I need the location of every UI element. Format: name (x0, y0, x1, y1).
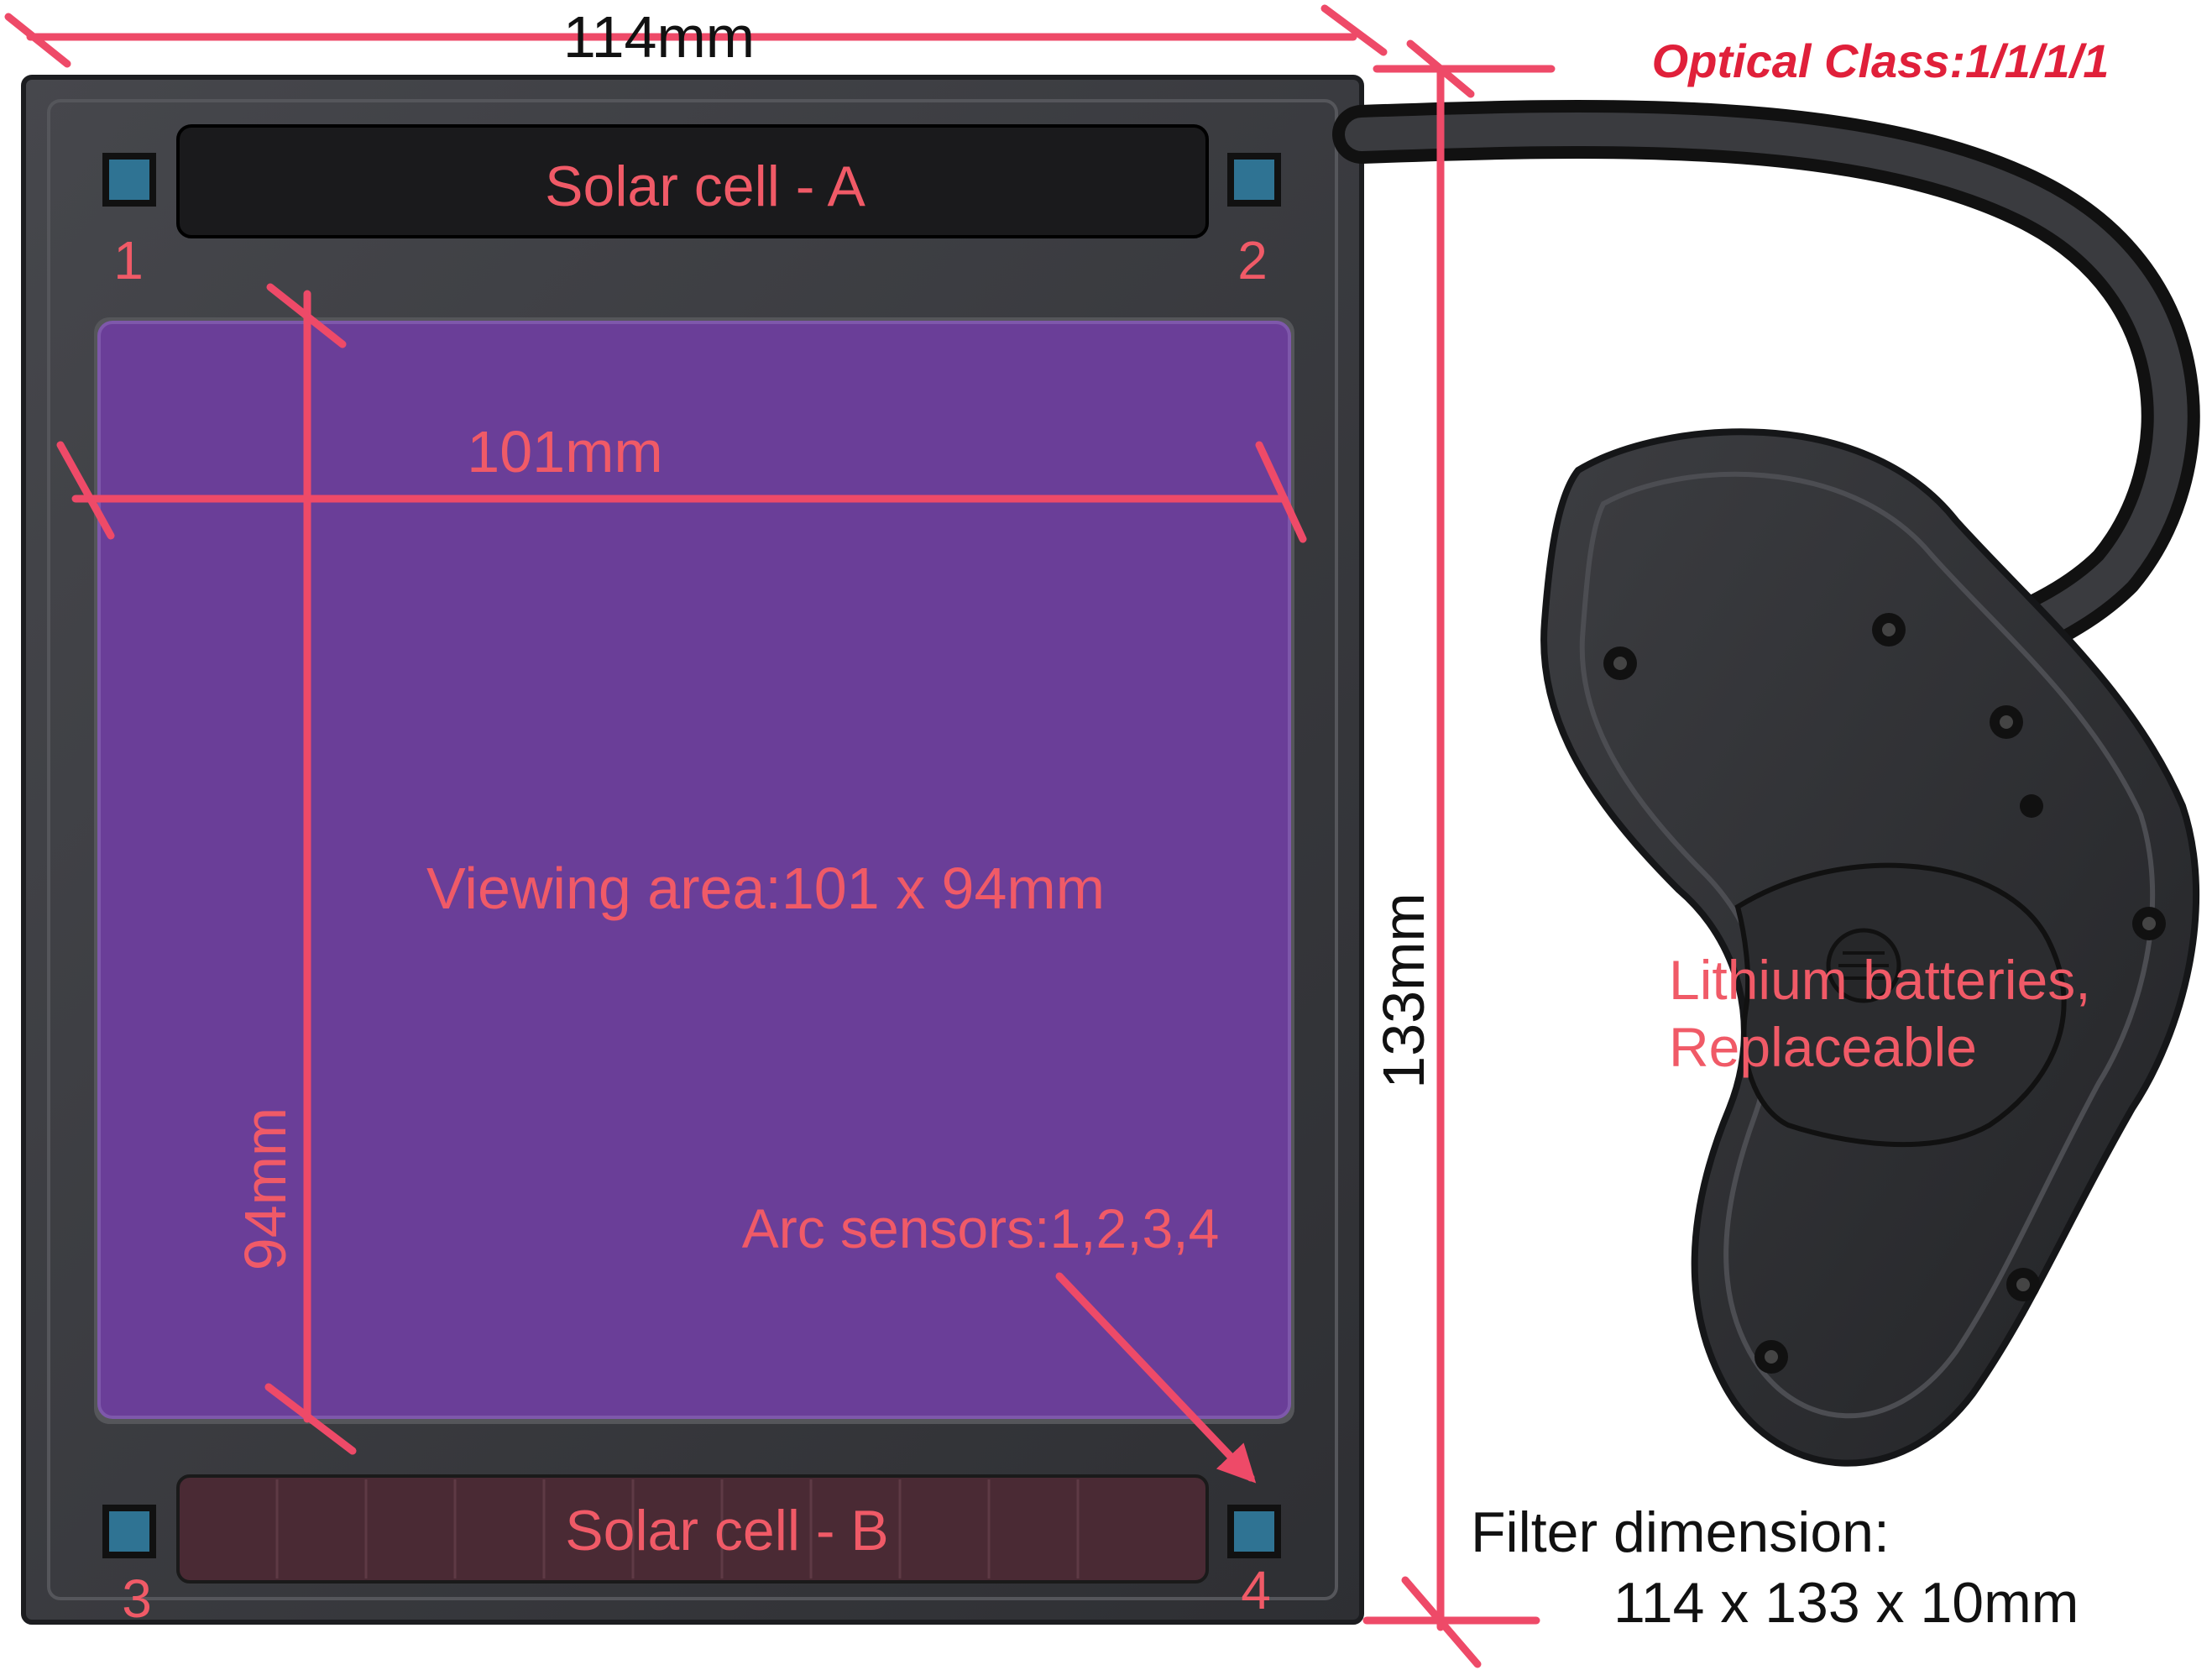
filter-dimension-title: Filter dimension: (1471, 1500, 1890, 1564)
viewing-width-label: 101mm (467, 419, 662, 484)
arc-sensors: 1 2 3 4 (102, 153, 1281, 1629)
battery-label-line1: Lithium batteries, (1669, 949, 2091, 1011)
solar-cell-b-label: Solar cell - B (565, 1499, 888, 1563)
screw-icon (1872, 613, 1906, 647)
battery-pack: Lithium batteries, Replaceable (1540, 428, 2200, 1467)
square-sensor-icon (1227, 153, 1281, 207)
sensor-number-3: 3 (122, 1568, 152, 1629)
dimension-lines (4, 4, 1556, 1668)
ribbon-cable (1332, 99, 2200, 693)
optical-class-label: Optical Class:1/1/1/1 (1652, 34, 2110, 87)
overall-width-label: 114mm (563, 4, 755, 70)
sensor-number-4: 4 (1241, 1560, 1271, 1620)
screw-icon (1990, 705, 2023, 739)
viewing-height-label: 94mm (233, 1107, 298, 1270)
solar-cell-a-label: Solar cell - A (545, 154, 865, 218)
overall-height-label: 133mm (1371, 893, 1436, 1088)
arrow-icon (1055, 1272, 1257, 1484)
solar-cell-b: Solar cell - B (176, 1474, 1209, 1584)
battery-label-line2: Replaceable (1669, 1016, 1977, 1078)
square-sensor-icon (102, 1505, 156, 1558)
square-sensor-icon (1227, 1505, 1281, 1558)
sensor-number-2: 2 (1237, 230, 1268, 291)
sensor-number-1: 1 (113, 230, 144, 291)
screw-icon (2132, 907, 2166, 940)
screw-icon (1603, 647, 1637, 680)
screw-icon (1754, 1340, 1788, 1374)
arc-sensors-label: Arc sensors:1,2,3,4 (742, 1197, 1220, 1259)
solar-cell-a: Solar cell - A (176, 124, 1209, 238)
viewing-area: Viewing area:101 x 94mm (94, 317, 1294, 1424)
screw-icon (2020, 794, 2043, 818)
viewing-area-label: Viewing area:101 x 94mm (426, 856, 1105, 921)
square-sensor-icon (102, 153, 156, 207)
screw-icon (2006, 1268, 2040, 1301)
filter-dimension-value: 114 x 133 x 10mm (1613, 1571, 2079, 1635)
